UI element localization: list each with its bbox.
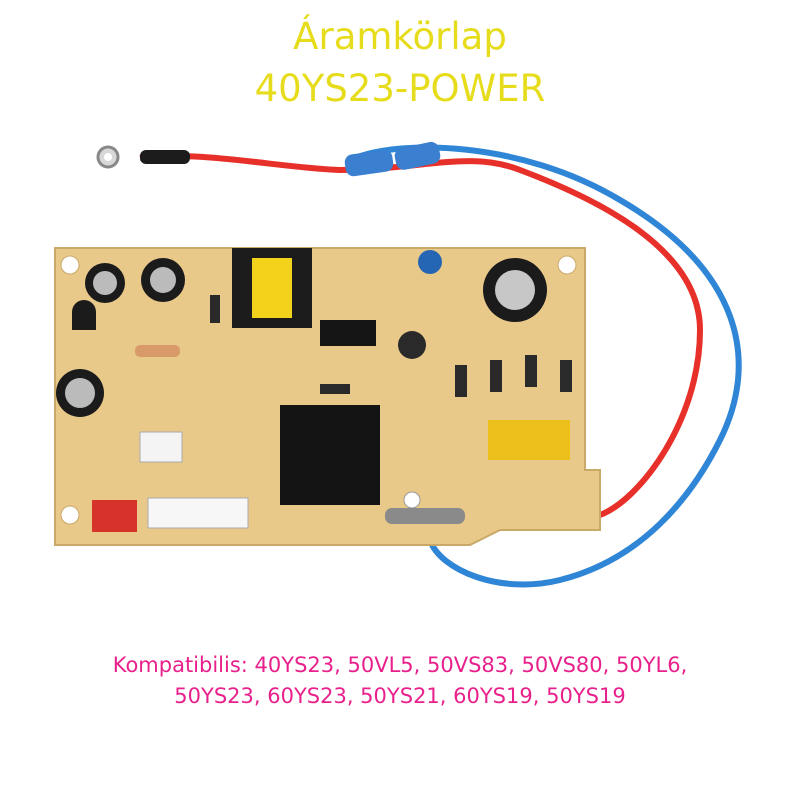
connector-sw1: [139, 431, 183, 463]
compatibility-line-2: 50YS23, 60YS23, 50YS21, 60YS19, 50YS19: [174, 684, 626, 708]
product-title: Áramkörlap: [293, 15, 507, 58]
red-wire: [139, 152, 704, 523]
transistor-u2: [72, 300, 96, 330]
capacitor-blue: [418, 250, 442, 274]
resistor-r1: [385, 508, 465, 524]
connector-cn1: [147, 497, 249, 529]
compatibility-line-1: Kompatibilis: 40YS23, 50VL5, 50VS83, 50V…: [112, 653, 688, 677]
blue-connector-2: [394, 141, 441, 170]
x-capacitor: [488, 420, 570, 460]
product-model: 40YS23-POWER: [254, 67, 546, 110]
blue-wire: [353, 144, 742, 588]
capacitor-ic2: [398, 331, 426, 359]
relay: [280, 405, 380, 505]
resistor-r6: [135, 345, 180, 357]
black-sleeve: [140, 150, 190, 164]
pcb: [54, 247, 601, 546]
blue-connector-1: [344, 149, 394, 177]
ic-u1: [320, 320, 376, 346]
connector-red: [92, 500, 137, 532]
